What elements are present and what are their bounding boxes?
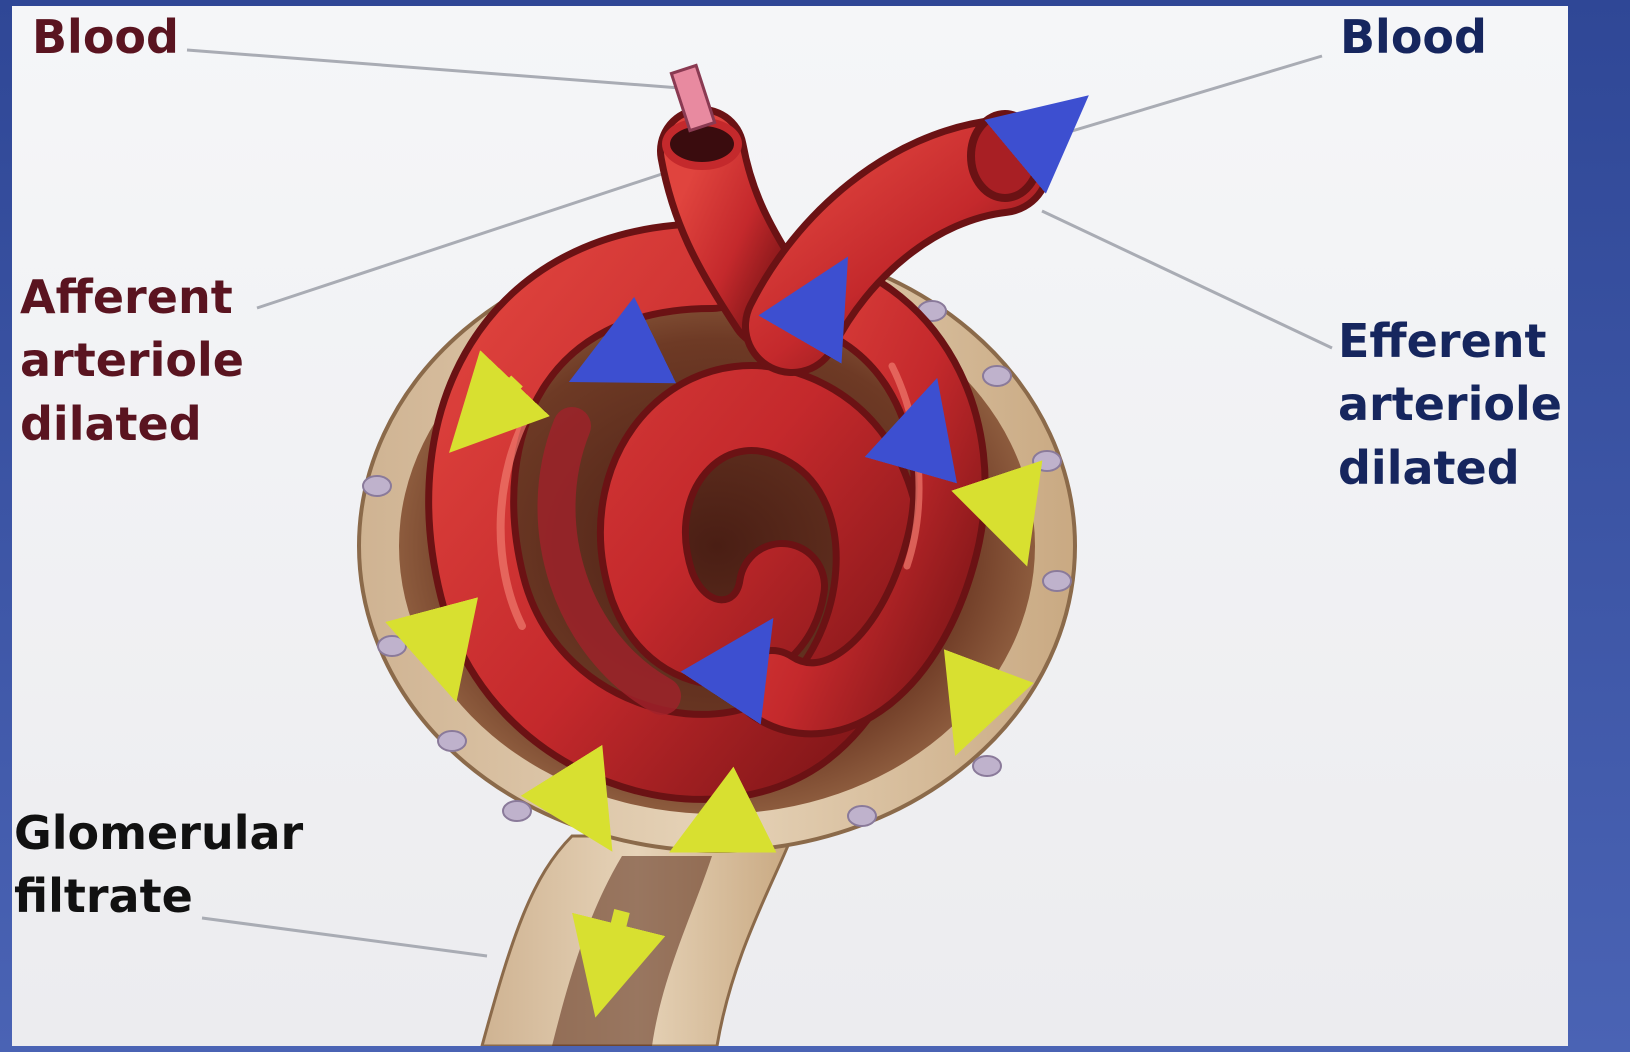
- afferent-arteriole-label: Afferent arteriole dilated: [20, 266, 244, 456]
- efferent-arteriole-label: Efferent arteriole dilated: [1338, 310, 1562, 500]
- glomerular-filtrate-label: Glomerular filtrate: [14, 802, 303, 929]
- tubule: [482, 836, 792, 1046]
- diagram-panel: Blood Blood Afferent arteriole dilated E…: [12, 6, 1568, 1046]
- leader-line-blood-in: [187, 50, 680, 88]
- arterioles: [666, 65, 1039, 326]
- leader-line-blood-out: [1062, 56, 1322, 134]
- leader-line-efferent: [1042, 211, 1332, 348]
- blood-in-label: Blood: [32, 6, 179, 69]
- blood-out-label: Blood: [1340, 6, 1487, 69]
